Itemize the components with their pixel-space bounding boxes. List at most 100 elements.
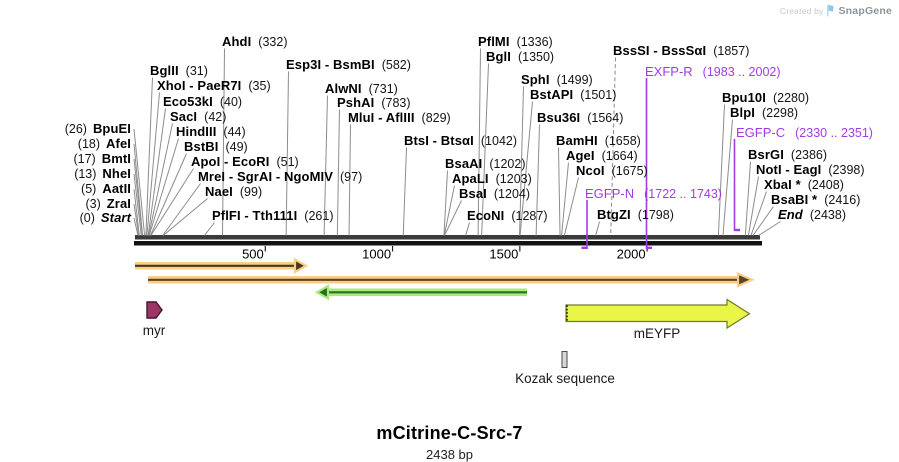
site-connector-bamhi xyxy=(558,147,561,236)
site-connector-btgzi xyxy=(595,221,600,236)
sequence-bar-baseline[interactable] xyxy=(134,241,762,246)
site-label-zrai[interactable]: (3)ZraI xyxy=(85,197,131,211)
site-connector-end xyxy=(758,221,781,236)
site-label-bsai[interactable]: BsaI(1204) xyxy=(459,187,530,201)
site-label-sphi[interactable]: SphI(1499) xyxy=(521,73,593,87)
site-label-xbai[interactable]: XbaI * (2408) xyxy=(764,178,844,192)
site-label-pshai[interactable]: PshAI(783) xyxy=(337,96,411,110)
feature-arrow-upstream-head[interactable] xyxy=(293,257,309,274)
site-label-btgzi[interactable]: BtgZI(1798) xyxy=(597,208,674,222)
primer-label-exfp-r[interactable]: EXFP-R(1983 .. 2002) xyxy=(645,65,781,79)
feature-arrow-reverse-head[interactable] xyxy=(314,284,330,301)
enzyme-name: EcoNI xyxy=(467,208,505,223)
primer-label-egfp-n[interactable]: EGFP-N (1722 .. 1743) xyxy=(585,187,722,201)
primer-range: (1722 .. 1743) xyxy=(644,187,722,201)
enzyme-name: NotI - EagI xyxy=(756,162,822,177)
enzyme-name: BtsI - BtsαI xyxy=(404,133,474,148)
site-label-saci[interactable]: SacI(42) xyxy=(170,110,226,124)
kozak-box[interactable] xyxy=(561,351,568,368)
site-label-bglii[interactable]: BglII(31) xyxy=(150,64,208,78)
site-label-mrei-sgrai-ngomiv[interactable]: MreI - SgrAI - NgoMIV(97) xyxy=(198,170,362,184)
site-label-bpuei[interactable]: (26)BpuEI xyxy=(65,122,131,136)
site-label-noti-eagi[interactable]: NotI - EagI(2398) xyxy=(756,163,865,177)
site-label-pflfi-tth111i[interactable]: PflFI - Tth111I(261) xyxy=(212,209,333,223)
site-connector-bsssi-bsss-i xyxy=(610,57,616,236)
enzyme-name: ApoI - EcoRI xyxy=(191,154,270,169)
myr-arrow[interactable] xyxy=(146,301,163,319)
sequence-bar[interactable] xyxy=(135,235,760,240)
primer-range: (2330 .. 2351) xyxy=(795,126,873,140)
site-label-end[interactable]: End(2438) xyxy=(778,208,846,222)
site-label-bmti[interactable]: (17)BmtI xyxy=(73,152,131,166)
site-label-bpu10i[interactable]: Bpu10I(2280) xyxy=(722,91,809,105)
site-label-hindiii[interactable]: HindIII(44) xyxy=(176,125,246,139)
enzyme-name: BstAPI xyxy=(530,87,574,102)
site-label-ahdi[interactable]: AhdI(332) xyxy=(222,35,287,49)
site-position: (2408) xyxy=(807,178,844,192)
site-connector-bpu10i xyxy=(717,104,725,236)
site-label-start[interactable]: (0)Start xyxy=(80,211,131,225)
site-label-alwni[interactable]: AlwNI(731) xyxy=(325,82,398,96)
site-position: (1501) xyxy=(580,88,617,102)
site-connector-bsai xyxy=(444,200,462,236)
site-label-bsu36i[interactable]: Bsu36I(1564) xyxy=(537,111,623,125)
site-position: (5) xyxy=(81,182,97,196)
primer-label-egfp-c[interactable]: EGFP-C(2330 .. 2351) xyxy=(736,126,873,140)
site-label-bsaai[interactable]: BsaAI(1202) xyxy=(445,157,526,171)
site-connector-ncoi xyxy=(563,177,579,236)
site-label-esp3i-bsmbi[interactable]: Esp3I - BsmBI (582) xyxy=(286,58,411,72)
site-label-bstapi[interactable]: BstAPI (1501) xyxy=(530,88,616,102)
site-label-bsssi-bsss-i[interactable]: BssSI - BssSαI(1857) xyxy=(613,44,749,58)
site-position: (582) xyxy=(381,58,411,72)
site-label-nhei[interactable]: (13)NheI xyxy=(74,167,131,181)
site-label-bsrgi[interactable]: BsrGI(2386) xyxy=(748,148,827,162)
site-label-blpi[interactable]: BlpI(2298) xyxy=(730,106,798,120)
enzyme-name: XbaI * xyxy=(764,177,801,192)
enzyme-name: Esp3I - BsmBI xyxy=(286,57,375,72)
meyfp-arrow[interactable] xyxy=(565,298,751,330)
site-position: (1564) xyxy=(587,111,624,125)
site-label-ncoi[interactable]: NcoI(1675) xyxy=(576,164,648,178)
site-label-naei[interactable]: NaeI(99) xyxy=(205,185,262,199)
enzyme-name: HindIII xyxy=(176,124,217,139)
site-label-bamhi[interactable]: BamHI(1658) xyxy=(556,134,641,148)
site-position: (31) xyxy=(185,64,208,78)
primer-name: EGFP-N xyxy=(585,186,635,201)
enzyme-name: NheI xyxy=(102,166,131,181)
site-label-bsabi[interactable]: BsaBI *(2416) xyxy=(771,193,860,207)
feature-arrow-full-length-head[interactable] xyxy=(736,271,755,288)
enzyme-name: NcoI xyxy=(576,163,605,178)
site-connector-btsi-bts-i xyxy=(402,147,407,236)
site-label-btsi-bts-i[interactable]: BtsI - BtsαI(1042) xyxy=(404,134,517,148)
site-position: (35) xyxy=(248,79,271,93)
site-label-bstbi[interactable]: BstBI(49) xyxy=(184,140,248,154)
site-connector-bsabi xyxy=(752,206,774,236)
enzyme-name: BssSI - BssSαI xyxy=(613,43,707,58)
site-label-pflmi[interactable]: PflMI(1336) xyxy=(478,35,553,49)
site-position: (1798) xyxy=(637,208,674,222)
site-label-aatii[interactable]: (5) AatII xyxy=(81,182,131,196)
site-connector-ahdi xyxy=(222,48,225,236)
site-label-xhoi-paer7i[interactable]: XhoI - PaeR7I(35) xyxy=(157,79,271,93)
site-connector-pflfi-tth111i xyxy=(204,222,215,236)
snapgene-brand-text: SnapGene xyxy=(838,4,892,17)
site-position: (2298) xyxy=(761,106,799,120)
enzyme-name: BsaAI xyxy=(445,156,483,171)
site-label-eco53ki[interactable]: Eco53kI(40) xyxy=(163,95,242,109)
site-position: (1658) xyxy=(604,134,641,148)
site-label-mlui-afliii[interactable]: MluI - AflIII(829) xyxy=(348,111,451,125)
enzyme-name: BsaI xyxy=(459,186,487,201)
site-position: (783) xyxy=(381,96,411,110)
site-label-bgli[interactable]: BglI(1350) xyxy=(486,50,554,64)
site-label-apali[interactable]: ApaLI(1203) xyxy=(452,172,532,186)
site-label-agei[interactable]: AgeI(1664) xyxy=(566,149,638,163)
site-position: (17) xyxy=(73,152,96,166)
enzyme-name: SphI xyxy=(521,72,550,87)
site-label-econi[interactable]: EcoNI (1287) xyxy=(467,209,547,223)
site-position: (1287) xyxy=(511,209,548,223)
site-label-apoi-ecori[interactable]: ApoI - EcoRI(51) xyxy=(191,155,299,169)
primer-name: EXFP-R xyxy=(645,64,693,79)
site-label-afei[interactable]: (18)AfeI xyxy=(78,137,131,151)
site-position: (332) xyxy=(258,35,288,49)
enzyme-name: AatII xyxy=(102,181,131,196)
